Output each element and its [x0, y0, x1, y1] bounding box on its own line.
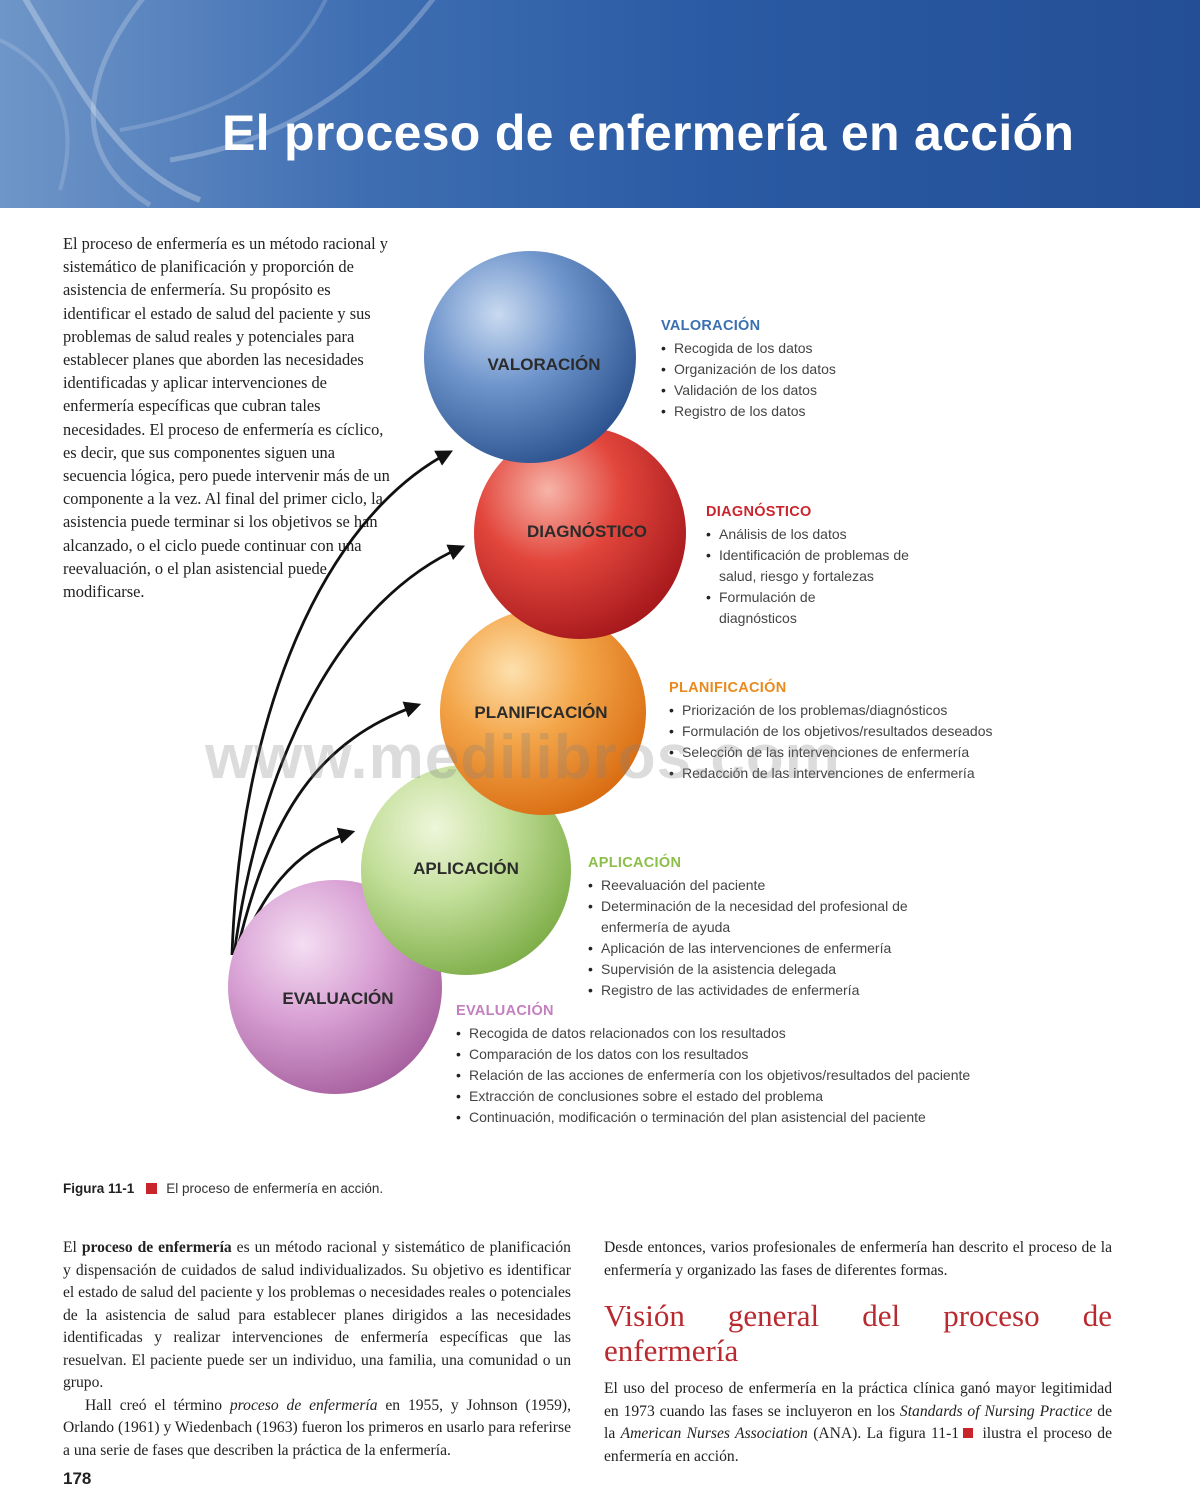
phase-title: EVALUACIÓN [456, 1003, 554, 1019]
body-paragraph: El uso del proceso de enfermería en la p… [604, 1378, 1112, 1468]
phase-list: Reevaluación del paciente Determinación … [588, 875, 968, 1001]
list-item: Aplicación de las intervenciones de enfe… [588, 938, 968, 959]
phase-title: VALORACIÓN [661, 318, 761, 334]
sphere-label-valoracion: VALORACIÓN [487, 355, 600, 374]
phase-title: APLICACIÓN [588, 855, 682, 871]
chapter-header: El proceso de enfermería en acción [0, 0, 1200, 208]
arrow-to-diagnostico [232, 544, 466, 956]
list-item: Extracción de conclusiones sobre el esta… [456, 1086, 1001, 1107]
sphere-label-diagnostico: DIAGNÓSTICO [527, 522, 647, 541]
figure-label: Figura 11-1 [63, 1181, 135, 1196]
sphere-valoracion: VALORACIÓN [424, 251, 636, 463]
text-span: (ANA). La figura 11-1 [807, 1425, 960, 1442]
list-item: Comparación de los datos con los resulta… [456, 1044, 1001, 1065]
list-item: Recogida de datos relacionados con los r… [456, 1023, 1001, 1044]
phase-diagnostico: DIAGNÓSTICO Análisis de los datos Identi… [706, 504, 946, 629]
text-span: El [63, 1239, 82, 1256]
figure-caption-text: El proceso de enfermería en acción. [166, 1181, 384, 1196]
phase-title: DIAGNÓSTICO [706, 504, 812, 520]
list-item: Identificación de problemas de salud, ri… [706, 545, 946, 587]
italic-term: proceso de enfermería [229, 1396, 378, 1414]
phase-list: Análisis de los datos Identificación de … [706, 524, 946, 629]
body-paragraph: El proceso de enfermería es un método ra… [63, 1237, 571, 1395]
red-square-icon [963, 1428, 974, 1438]
key-term: proceso de enfermería [81, 1239, 232, 1256]
body-right-column: Desde entonces, varios profesionales de … [604, 1237, 1112, 1468]
text-span: ilustra el proceso de enfermería en acci… [604, 1425, 1113, 1465]
list-item: Formulación de diagnósticos [706, 587, 859, 629]
figure-caption: Figura 11-1 El proceso de enfermería en a… [63, 1181, 383, 1196]
italic-term: Standards of Nursing Practice [899, 1402, 1093, 1420]
list-item: Registro de las actividades de enfermerí… [588, 980, 968, 1001]
page-number: 178 [63, 1469, 92, 1488]
list-item: Determinación de la necesidad del profes… [588, 896, 968, 938]
list-item: Relación de las acciones de enfermería c… [456, 1065, 1001, 1086]
italic-term: American Nurses Association [620, 1425, 808, 1442]
body-paragraph: Hall creó el término proceso de enfermer… [63, 1395, 571, 1463]
list-item: Selección de las intervenciones de enfer… [669, 742, 1059, 763]
list-item: Continuación, modificación o terminación… [456, 1107, 959, 1128]
arrow-to-planificacion [234, 701, 422, 956]
text-span: es un método racional y sistemático de p… [63, 1239, 571, 1391]
list-item: Validación de los datos [661, 380, 901, 401]
nursing-process-diagram: EVALUACIÓN APLICACIÓN PLANIFICACIÓN DIAG… [228, 251, 686, 1094]
list-item: Análisis de los datos [706, 524, 946, 545]
phase-planificacion: PLANIFICACIÓN Priorización de los proble… [669, 680, 1059, 784]
swirl-decoration-icon [0, 0, 436, 208]
phase-list: Priorización de los problemas/diagnóstic… [669, 700, 1059, 784]
red-square-icon [146, 1183, 158, 1194]
list-item: Organización de los datos [661, 359, 901, 380]
sphere-diagnostico: DIAGNÓSTICO [474, 427, 686, 639]
list-item: Registro de los datos [661, 401, 901, 422]
sphere-label-planificacion: PLANIFICACIÓN [474, 703, 607, 722]
sphere-planificacion: PLANIFICACIÓN [440, 609, 646, 815]
intro-paragraph: El proceso de enfermería es un método ra… [63, 234, 390, 602]
text-span: Hall creó el término [85, 1396, 230, 1414]
phase-list: Recogida de los datos Organización de lo… [661, 338, 901, 422]
body-left-column: El proceso de enfermería es un método ra… [63, 1237, 571, 1462]
list-item: Reevaluación del paciente [588, 875, 968, 896]
list-item: Formulación de los objetivos/resultados … [669, 721, 1012, 742]
body-paragraph: Desde entonces, varios profesionales de … [604, 1239, 1112, 1279]
text-span: en 1955, y Johnson (1959), Orlando (1961… [63, 1396, 572, 1459]
list-item: Priorización de los problemas/diagnóstic… [669, 700, 1059, 721]
arrow-to-valoracion [230, 450, 453, 956]
sphere-aplicacion: APLICACIÓN [361, 765, 571, 975]
phase-title: PLANIFICACIÓN [669, 680, 787, 696]
text-span: El uso del proceso de enfermería en la p… [604, 1380, 1112, 1420]
section-title: Visión general del proceso de enfermería [604, 1298, 1112, 1368]
sphere-label-aplicacion: APLICACIÓN [413, 859, 519, 878]
phase-list: Recogida de datos relacionados con los r… [456, 1023, 1001, 1128]
list-item: Supervisión de la asistencia delegada [588, 959, 968, 980]
list-item: Recogida de los datos [661, 338, 901, 359]
watermark: www.medilibros.com [205, 723, 841, 792]
text-span: de la [604, 1402, 1112, 1443]
page-title: El proceso de enfermería en acción [222, 105, 1075, 161]
sphere-label-evaluacion: EVALUACIÓN [282, 989, 393, 1008]
phase-aplicacion: APLICACIÓN Reevaluación del paciente Det… [588, 855, 968, 1001]
phase-valoracion: VALORACIÓN Recogida de los datos Organiz… [661, 318, 901, 422]
list-item: Redacción de las intervenciones de enfer… [669, 763, 1059, 784]
phase-evaluacion: EVALUACIÓN Recogida de datos relacionado… [456, 1003, 1001, 1128]
